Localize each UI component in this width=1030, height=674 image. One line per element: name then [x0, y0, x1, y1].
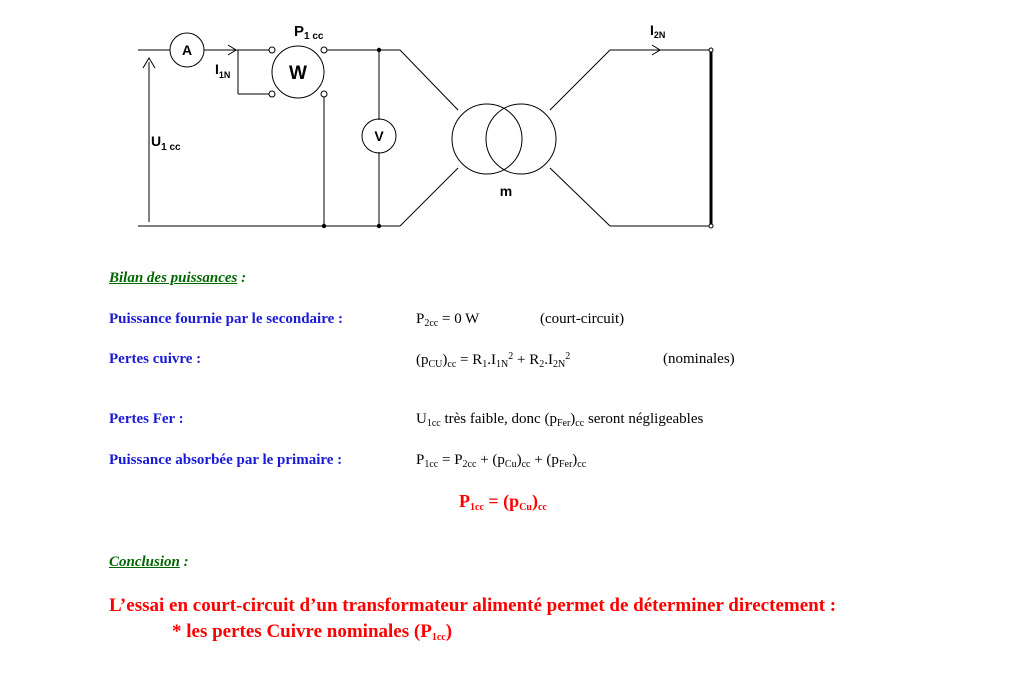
formula-pertes-fer: U1cc très faible, donc (pFer)cc seront n…	[416, 411, 704, 429]
note-nominales: (nominales)	[663, 351, 735, 367]
conclusion-heading: Conclusion :	[109, 554, 189, 570]
ammeter-label: A	[182, 42, 192, 58]
wattmeter-label: W	[289, 63, 307, 84]
result-formula: P1cc = (pCu)cc	[459, 491, 547, 513]
row-label-primaire: Puissance absorbée par le primaire :	[109, 452, 343, 468]
conclusion-line-2: * les pertes Cuivre nominales (P1cc)	[172, 621, 453, 643]
voltmeter-label: V	[374, 128, 384, 144]
formula-p2cc: P2cc = 0 W	[416, 311, 480, 329]
p1cc-label: P1 cc	[294, 23, 324, 42]
formula-p1cc: P1cc = P2cc + (pCu)cc + (pFer)cc	[416, 452, 587, 470]
note-court-circuit: (court-circuit)	[540, 311, 625, 327]
bilan-heading: Bilan des puissances :	[109, 270, 247, 286]
formula-pertes-cuivre: (pCU)cc = R1.I1N2 + R2.I2N2	[416, 351, 571, 370]
row-label-cuivre: Pertes cuivre :	[109, 351, 202, 367]
conclusion-line-1: L’essai en court-circuit d’un transforma…	[109, 595, 837, 616]
u1cc-label: U1 cc	[151, 133, 181, 153]
i1n-label: I1N	[215, 61, 230, 80]
row-label-fer: Pertes Fer :	[109, 411, 184, 427]
i2n-label: I2N	[650, 22, 665, 40]
row-label-secondaire: Puissance fournie par le secondaire :	[109, 311, 344, 327]
transformer-ratio-label: m	[500, 183, 512, 199]
circuit-diagram: A W V P1 cc I1N I2N U1 cc m	[138, 22, 714, 229]
